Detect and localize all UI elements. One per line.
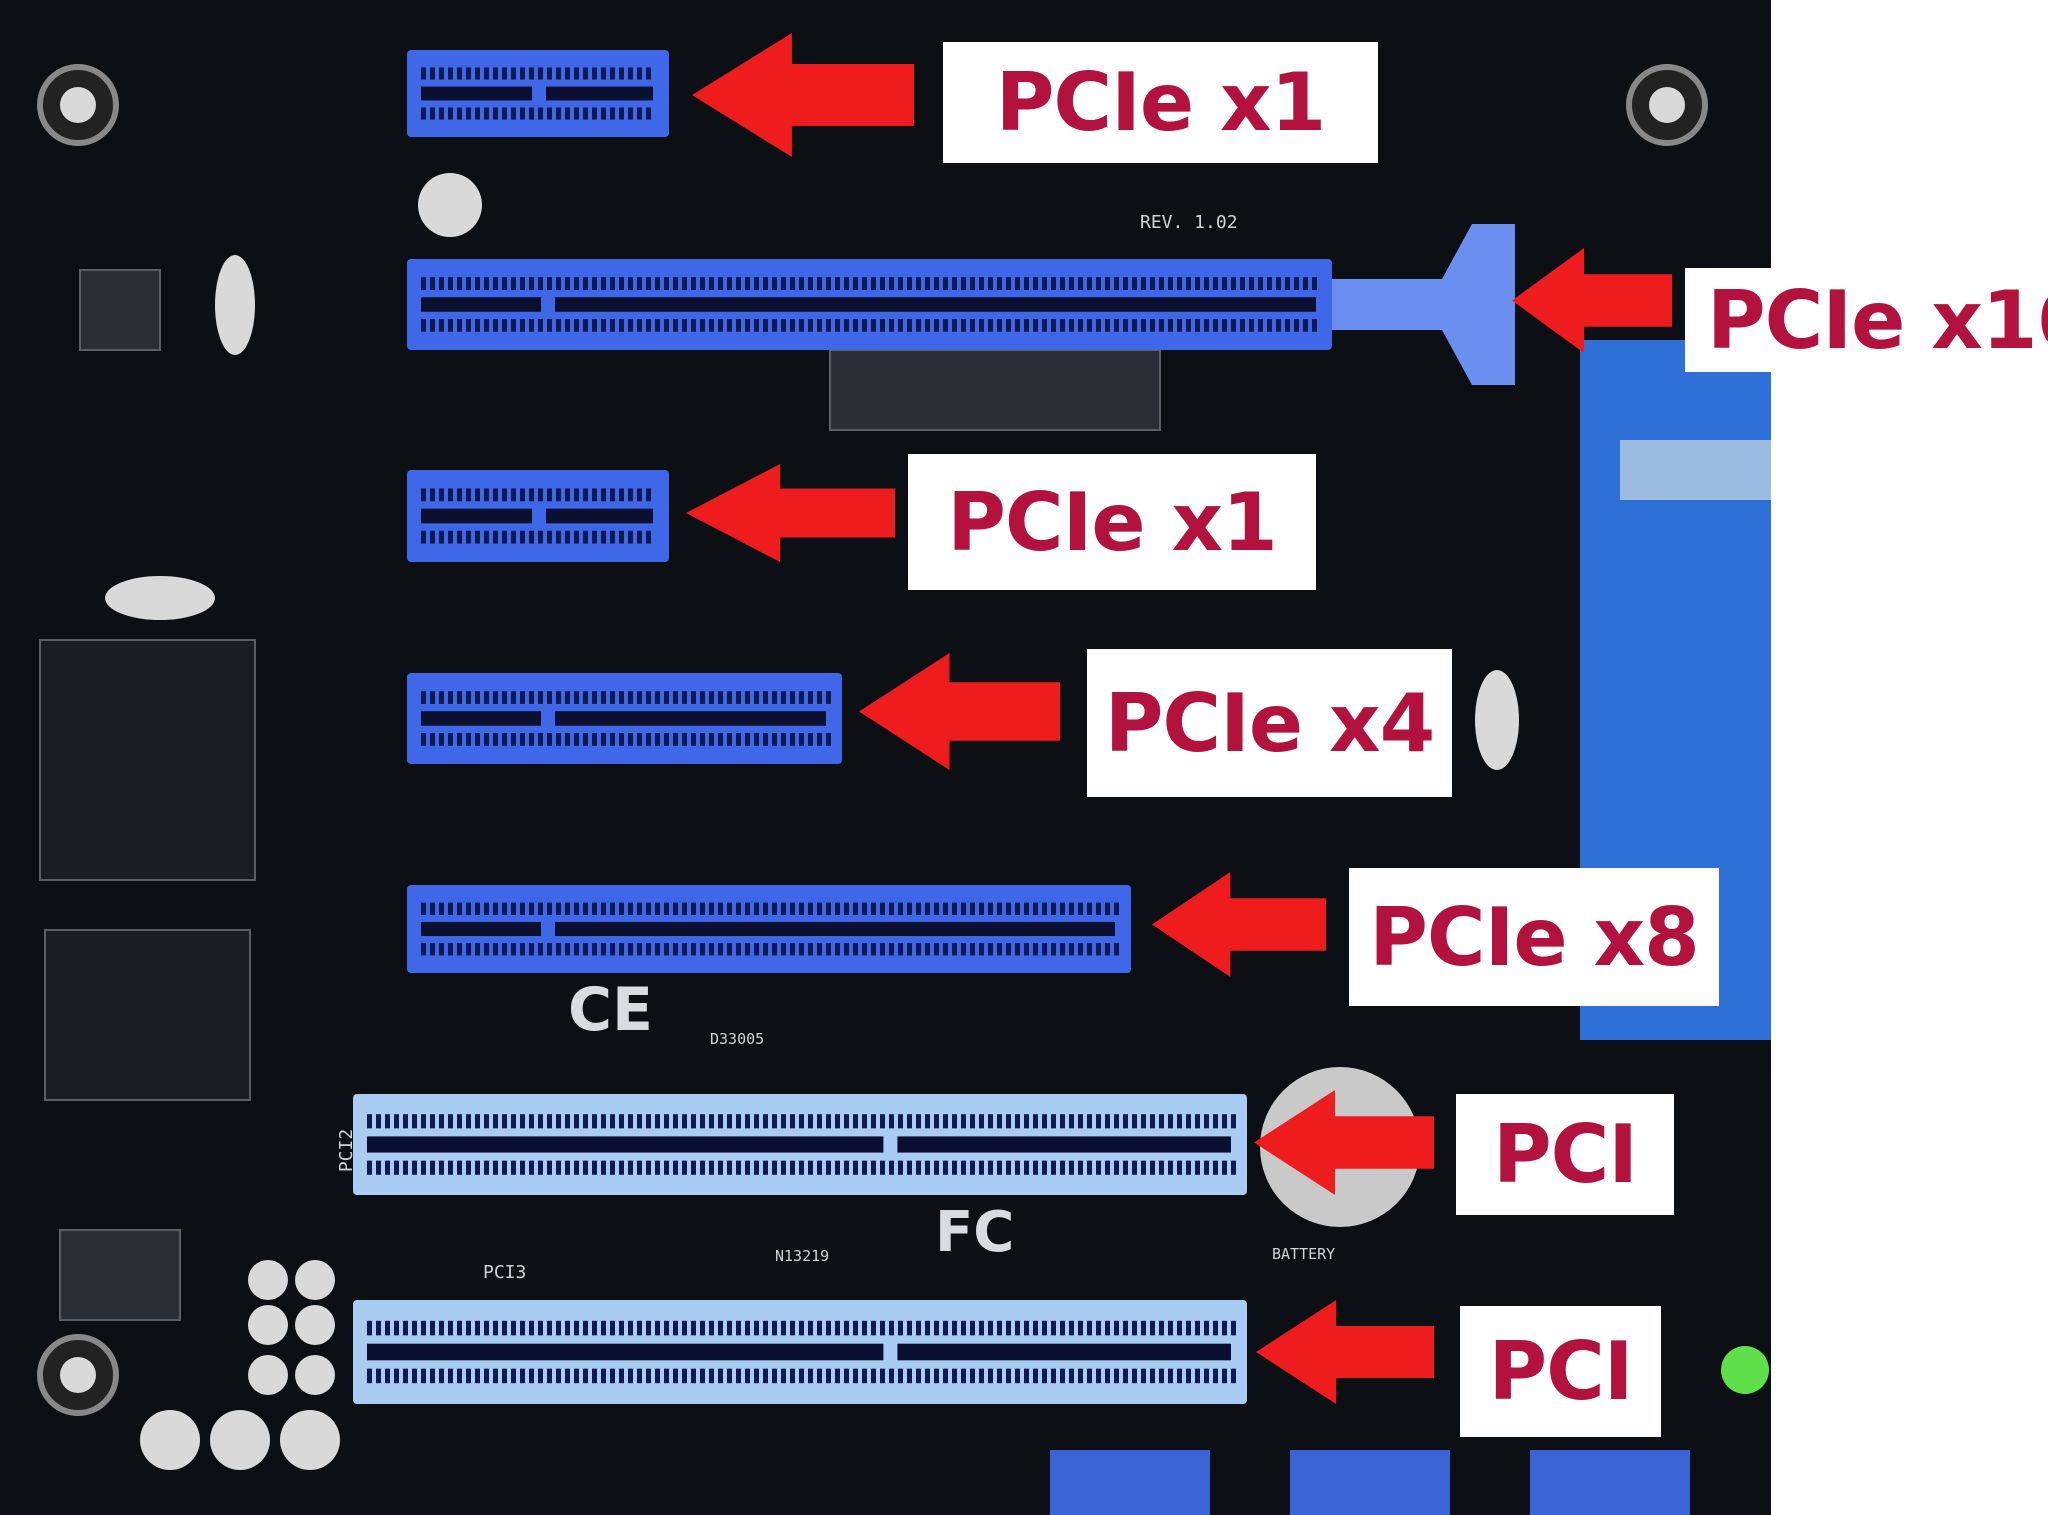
pcie-x1-slot xyxy=(407,50,669,137)
cert-code-1: D33005 xyxy=(710,1030,765,1048)
red-arrow-left-icon xyxy=(1256,1300,1434,1404)
red-arrow-left-icon xyxy=(1512,248,1672,353)
label-pcie-x16: PCIe x16 xyxy=(1685,268,2048,372)
red-arrow-left-icon xyxy=(692,33,914,157)
pcie-x8-slot xyxy=(407,885,1131,973)
battery-text: BATTERY xyxy=(1272,1245,1336,1263)
pci-slot-1-silkscreen: PCI2 xyxy=(336,1128,358,1173)
fcc-mark: FC xyxy=(935,1200,1015,1265)
label-pcie-x8: PCIe x8 xyxy=(1349,868,1719,1006)
pci-slot xyxy=(353,1094,1247,1195)
pci-slot xyxy=(353,1300,1247,1404)
ce-mark: CE xyxy=(568,975,654,1045)
red-arrow-left-icon xyxy=(1254,1090,1434,1195)
pcie-x4-slot xyxy=(407,673,842,764)
revision-text: REV. 1.02 xyxy=(1140,212,1238,233)
red-arrow-left-icon xyxy=(1152,872,1326,977)
pcie-x16-slot xyxy=(407,224,1515,385)
label-pci-second: PCI xyxy=(1460,1306,1661,1437)
red-arrow-left-icon xyxy=(686,464,895,562)
label-pci-first: PCI xyxy=(1456,1094,1674,1215)
label-pcie-x1-second: PCIe x1 xyxy=(908,454,1316,590)
pcie-x16-retention-latch xyxy=(1332,224,1515,385)
pci-slot-2-silkscreen: PCI3 xyxy=(483,1262,527,1283)
cert-code-2: N13219 xyxy=(775,1247,830,1265)
label-pcie-x1-top: PCIe x1 xyxy=(943,42,1378,163)
pcie-x1-slot xyxy=(407,470,669,562)
label-pcie-x4: PCIe x4 xyxy=(1087,649,1452,797)
red-arrow-left-icon xyxy=(859,653,1060,770)
